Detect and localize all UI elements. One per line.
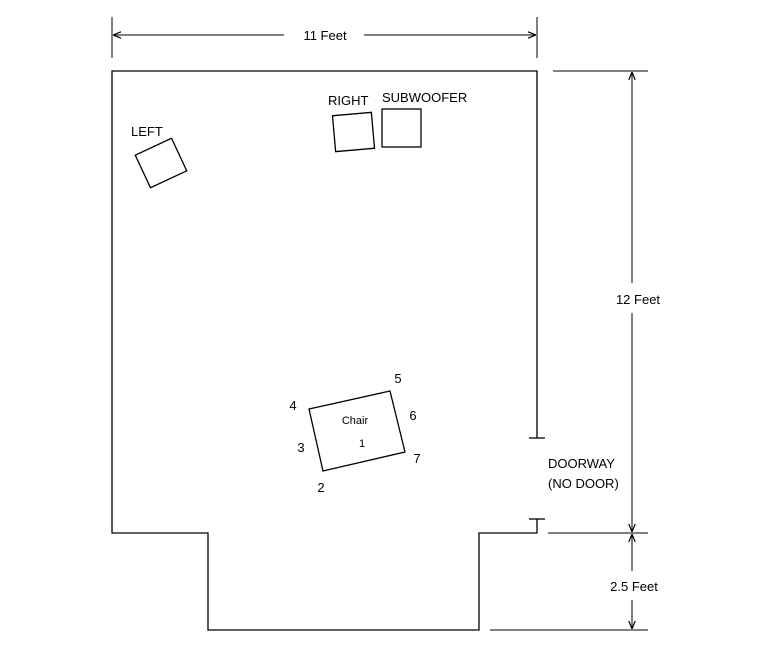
doorway-sublabel: (NO DOOR) [548, 476, 619, 491]
alcove-dimension: 2.5 Feet [490, 534, 658, 631]
height-dimension: 12 Feet [548, 70, 660, 534]
left-speaker [134, 137, 188, 189]
chair-label: Chair [342, 415, 369, 427]
room-wall-outline [111, 70, 538, 631]
position-6: 6 [409, 408, 416, 423]
position-5: 5 [394, 371, 401, 386]
right-speaker [331, 111, 376, 153]
position-2: 2 [317, 480, 324, 495]
doorway-label: DOORWAY [548, 456, 615, 471]
width-dimension-label: 11 Feet [303, 28, 347, 43]
position-7: 7 [413, 451, 420, 466]
height-dimension-label: 12 Feet [616, 292, 660, 307]
left-speaker-label: LEFT [131, 124, 163, 139]
position-4: 4 [289, 398, 296, 413]
chair [308, 390, 406, 472]
right-speaker-label: RIGHT [328, 93, 369, 108]
position-1: 1 [359, 438, 365, 450]
subwoofer [381, 108, 422, 148]
alcove-dimension-label: 2.5 Feet [610, 579, 658, 594]
subwoofer-label: SUBWOOFER [382, 90, 467, 105]
width-dimension: 11 Feet [111, 17, 538, 58]
position-3: 3 [297, 440, 304, 455]
